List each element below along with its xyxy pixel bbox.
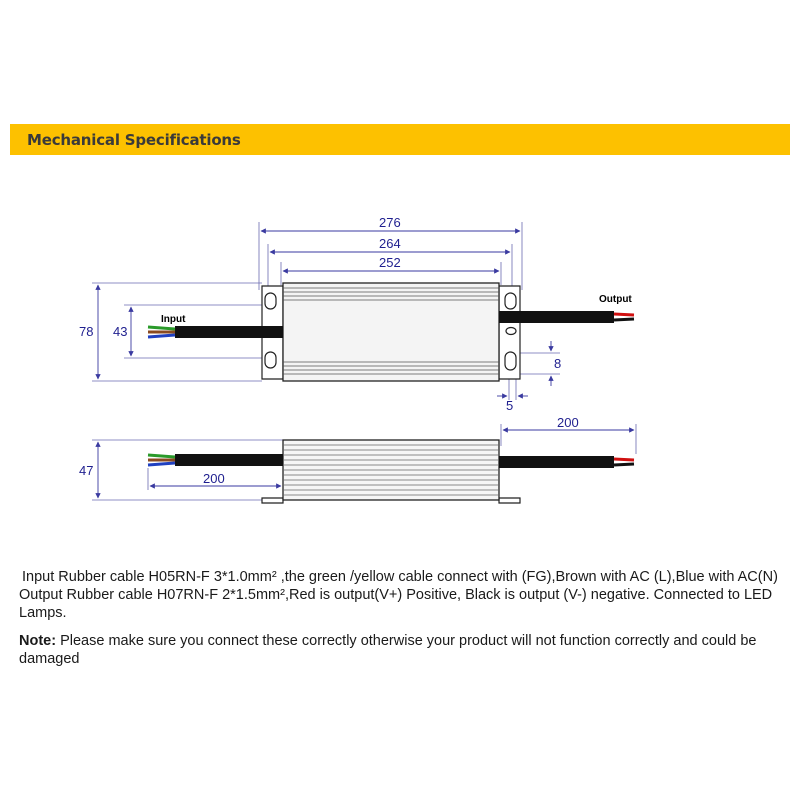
dim-47: 47 (79, 463, 93, 478)
slot-top-right (504, 292, 517, 310)
top-extension-lines (92, 222, 560, 400)
dim-276: 276 (379, 215, 401, 230)
left-foot (261, 497, 284, 504)
output-cable (499, 311, 614, 323)
body-ribs-top (283, 287, 499, 375)
input-cable (175, 326, 283, 338)
body-ribs-side (283, 444, 499, 496)
section-banner: Mechanical Specifications (10, 124, 790, 155)
dim-252: 252 (379, 255, 401, 270)
wire-black (613, 317, 635, 322)
input-label: Input (161, 314, 186, 325)
side-dimension-lines (95, 427, 635, 499)
dim-43: 43 (113, 324, 127, 339)
dim-264: 264 (379, 236, 401, 251)
slot-top-left (264, 292, 277, 310)
dim-200-output: 200 (557, 415, 579, 430)
wire-green (147, 325, 176, 331)
output-label: Output (599, 294, 632, 305)
dim-78: 78 (79, 324, 93, 339)
dim-8: 8 (554, 356, 561, 371)
output-cable-side (499, 456, 614, 468)
output-cable-note: Output Rubber cable H07RN-F 2*1.5mm²,Red… (19, 587, 773, 621)
note-text: Please make sure you connect these corre… (19, 633, 757, 667)
slot-bottom-left (264, 351, 277, 369)
note-label: Note: (19, 633, 57, 649)
warning-note: Note: Please make sure you connect these… (19, 632, 794, 668)
cable-notes: Input Rubber cable H05RN-F 3*1.0mm² ,the… (19, 568, 794, 668)
input-cable-note: Input Rubber cable H05RN-F 3*1.0mm² ,the… (22, 569, 778, 585)
dim-200-input: 200 (203, 471, 225, 486)
wire-red (613, 312, 635, 317)
section-title: Mechanical Specifications (27, 131, 241, 149)
right-foot (498, 497, 521, 504)
dim-5: 5 (506, 398, 513, 413)
top-dimension-lines (95, 228, 554, 399)
slot-bottom-right (504, 351, 517, 371)
wire-blue (147, 333, 176, 339)
input-cable-side (175, 454, 283, 466)
top-view: Input Output 276 264 252 78 43 8 5 (79, 215, 635, 413)
driver-body-top (282, 282, 500, 382)
side-view: 47 200 200 (79, 415, 637, 504)
